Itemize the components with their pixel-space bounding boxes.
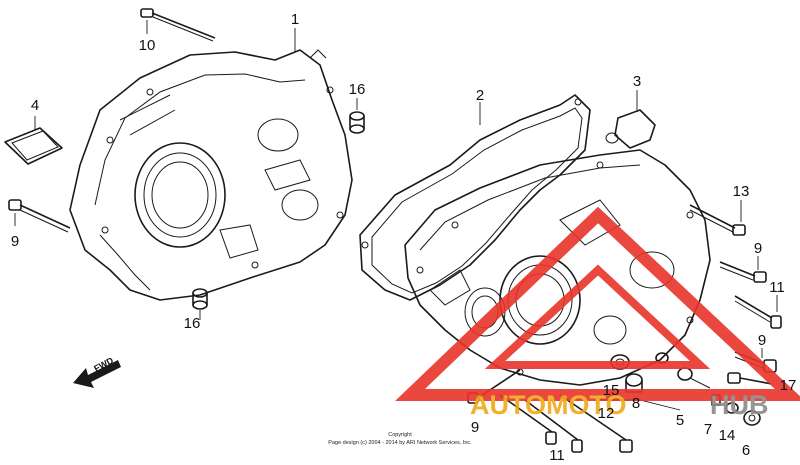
callout-11-bottom: 11 bbox=[549, 447, 565, 464]
part-5-fitting bbox=[655, 352, 711, 389]
watermark-word-automoto: AUTOMOTO bbox=[470, 390, 627, 420]
bolt-part-11-right bbox=[734, 295, 782, 329]
dowel-pin-lower bbox=[192, 288, 208, 310]
callout-12: 12 bbox=[598, 405, 615, 422]
callout-16-upper: 16 bbox=[349, 81, 366, 98]
callout-1: 1 bbox=[291, 11, 299, 28]
bolt-part-12 bbox=[559, 394, 633, 453]
callout-17: 17 bbox=[780, 377, 797, 394]
callout-9-right-upper: 9 bbox=[754, 240, 762, 257]
callout-14: 14 bbox=[719, 427, 736, 444]
bolt-part-13 bbox=[689, 204, 746, 236]
filter-screen-part-4 bbox=[4, 127, 63, 165]
callout-15: 15 bbox=[603, 382, 620, 399]
bolt-part-11-bottom bbox=[499, 394, 583, 453]
watermark-word-hub: HUB bbox=[710, 390, 769, 420]
dowel-pin-upper bbox=[349, 111, 365, 134]
copyright-line-2: Page design (c) 2004 - 2014 by ARI Netwo… bbox=[328, 440, 472, 446]
callout-8: 8 bbox=[632, 395, 640, 412]
callout-9-bottom: 9 bbox=[471, 419, 479, 436]
callout-7: 7 bbox=[704, 421, 712, 438]
callout-10: 10 bbox=[139, 37, 156, 54]
fwd-arrow-icon bbox=[73, 360, 121, 388]
callout-3: 3 bbox=[633, 73, 641, 90]
callout-9-right-middle: 9 bbox=[758, 332, 766, 349]
callout-13: 13 bbox=[733, 183, 750, 200]
callout-9-left: 9 bbox=[11, 233, 19, 250]
callout-2: 2 bbox=[476, 87, 484, 104]
copyright-line-1: Copyright bbox=[388, 432, 412, 438]
bolt-part-9-right-upper bbox=[719, 261, 767, 283]
bolt-part-17 bbox=[727, 372, 773, 385]
callout-6: 6 bbox=[742, 442, 750, 459]
left-crankcase-half bbox=[69, 49, 353, 301]
bolt-part-9-left bbox=[8, 199, 71, 233]
bolt-part-10 bbox=[140, 8, 216, 42]
callout-4: 4 bbox=[31, 97, 39, 114]
automotohub-watermark: AUTOMOTO HUB bbox=[395, 206, 800, 420]
callout-11-right: 11 bbox=[769, 279, 785, 296]
callout-5: 5 bbox=[676, 412, 684, 429]
callout-16-lower: 16 bbox=[184, 315, 201, 332]
breather-part-3 bbox=[605, 109, 656, 149]
